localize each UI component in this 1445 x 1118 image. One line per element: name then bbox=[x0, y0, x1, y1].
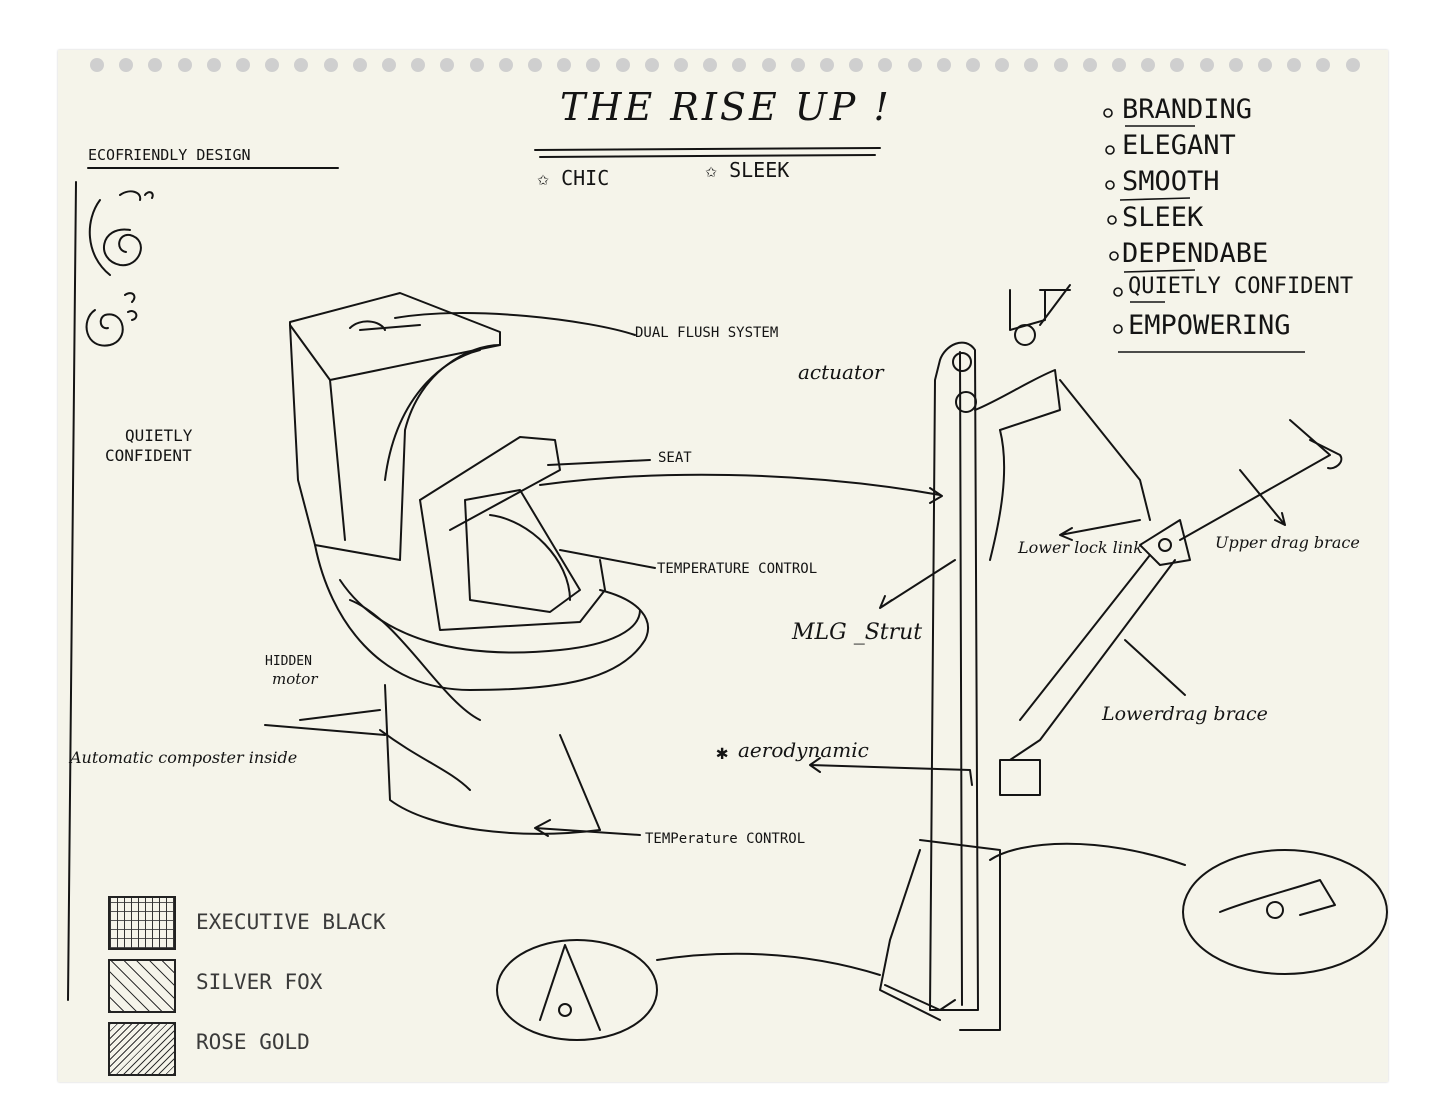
keyword-item: SMOOTH bbox=[1122, 166, 1220, 197]
binding-hole bbox=[995, 58, 1010, 72]
keyword-item: EMPOWERING bbox=[1128, 310, 1291, 341]
binding-hole bbox=[1141, 58, 1156, 72]
binding-hole bbox=[440, 58, 455, 72]
subtitle-sleek: ✩ SLEEK bbox=[705, 158, 790, 182]
binding-hole bbox=[119, 58, 134, 72]
label-composter: Automatic composter inside bbox=[70, 748, 298, 767]
binding-hole bbox=[966, 58, 980, 72]
binding-hole bbox=[1053, 58, 1068, 72]
binding-hole bbox=[644, 58, 659, 72]
label-temperature-control-2: TEMPerature CONTROL bbox=[645, 831, 806, 847]
binding-hole bbox=[878, 58, 893, 72]
color-swatch bbox=[108, 1022, 176, 1076]
binding-hole bbox=[498, 58, 513, 72]
binding-hole bbox=[265, 58, 280, 72]
keyword-item: QUIETLY CONFIDENT bbox=[1128, 274, 1354, 299]
binding-hole bbox=[732, 58, 747, 72]
binding-hole bbox=[907, 58, 922, 72]
keyword-item: BRANDING bbox=[1122, 94, 1253, 125]
binding-hole bbox=[1316, 58, 1331, 72]
keyword-item: DEPENDABE bbox=[1122, 238, 1269, 269]
binding-hole bbox=[703, 58, 718, 72]
keyword-item: ELEGANT bbox=[1122, 130, 1236, 161]
binding-hole bbox=[1170, 58, 1185, 72]
binding-hole bbox=[352, 58, 367, 72]
binding-hole bbox=[557, 58, 572, 72]
binding-hole bbox=[586, 58, 601, 72]
binding-hole bbox=[761, 58, 776, 72]
binding-hole bbox=[790, 58, 805, 72]
binding-hole bbox=[177, 58, 192, 72]
label-actuator: actuator bbox=[798, 360, 884, 384]
sketch-sheet bbox=[58, 50, 1388, 1082]
binding-hole bbox=[528, 58, 542, 72]
binding-hole bbox=[1287, 58, 1302, 72]
label-lower-lock-link: Lower lock link bbox=[1018, 538, 1143, 557]
color-swatch bbox=[108, 896, 176, 950]
binding-hole bbox=[206, 58, 221, 72]
label-mlg-strut: MLG _Strut bbox=[792, 620, 923, 645]
color-swatch-label: ROSE GOLD bbox=[196, 1030, 310, 1054]
sketch-title: THE RISE UP ! bbox=[560, 85, 892, 129]
label-lower-drag-brace: Lowerdrag brace bbox=[1102, 703, 1268, 725]
binding-hole bbox=[1228, 58, 1243, 72]
color-swatch-label: SILVER FOX bbox=[196, 970, 323, 994]
eco-swirl-doodle bbox=[85, 190, 154, 347]
binding-hole bbox=[90, 58, 104, 72]
label-upper-drag-brace: Upper drag brace bbox=[1215, 533, 1360, 552]
binding-hole bbox=[411, 58, 426, 72]
binding-hole bbox=[236, 58, 250, 72]
binding-hole bbox=[1024, 58, 1039, 72]
label-hidden: HIDDEN bbox=[265, 654, 312, 669]
color-swatch-label: EXECUTIVE BLACK bbox=[196, 910, 386, 934]
label-confident: CONFIDENT bbox=[105, 446, 192, 465]
binding-hole bbox=[849, 58, 864, 72]
label-seat: SEAT bbox=[658, 450, 692, 466]
detail-bubble-left bbox=[496, 939, 658, 1041]
label-aerodynamic: aerodynamic bbox=[738, 738, 869, 762]
toilet-sketch bbox=[289, 292, 649, 835]
binding-hole bbox=[1345, 58, 1360, 72]
subtitle-chic: ✩ CHIC bbox=[537, 166, 610, 190]
color-swatch bbox=[108, 959, 176, 1013]
binding-hole bbox=[469, 58, 484, 72]
binding-hole bbox=[1112, 58, 1126, 72]
binding-hole bbox=[323, 58, 338, 72]
binding-hole bbox=[674, 58, 688, 72]
binding-hole bbox=[615, 58, 630, 72]
binding-hole bbox=[936, 58, 951, 72]
label-dual-flush: DUAL FLUSH SYSTEM bbox=[635, 325, 779, 341]
binding-hole bbox=[1199, 58, 1214, 72]
binding-hole bbox=[1258, 58, 1272, 72]
detail-bubble-right bbox=[1182, 849, 1388, 975]
label-quietly: QUIETLY bbox=[125, 426, 193, 445]
keyword-item: SLEEK bbox=[1122, 202, 1204, 233]
binding-hole bbox=[148, 58, 163, 72]
binding-hole bbox=[1082, 58, 1097, 72]
aerodynamic-marker: ✱ bbox=[716, 740, 729, 764]
label-motor: motor bbox=[272, 670, 318, 688]
binding-hole bbox=[820, 58, 834, 72]
eco-heading: ECOFRIENDLY DESIGN bbox=[88, 146, 251, 164]
binding-hole bbox=[382, 58, 396, 72]
binding-hole bbox=[294, 58, 309, 72]
landing-gear-sketch bbox=[879, 284, 1343, 1031]
label-temperature-control-1: TEMPERATURE CONTROL bbox=[657, 561, 818, 577]
